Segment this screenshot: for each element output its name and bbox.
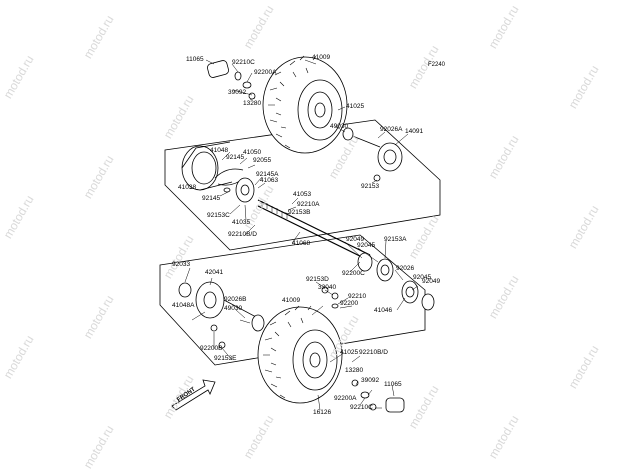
- part-label: 92049: [422, 278, 441, 285]
- lower-assembly-outline: [159, 234, 426, 366]
- part-label: 41035: [232, 219, 251, 226]
- part-label: 14091: [405, 128, 424, 135]
- right-upper-hub: [342, 127, 403, 182]
- part-label: 41068: [292, 240, 311, 247]
- part-label: 16126: [313, 409, 332, 416]
- part-label: 92210C: [232, 59, 255, 66]
- brake-shoes: [214, 168, 245, 193]
- part-label: 41053: [293, 191, 312, 198]
- part-label: 41046: [374, 307, 393, 314]
- part-label: 92200: [340, 300, 359, 307]
- part-label: 92045: [413, 274, 432, 281]
- part-label: 92153C: [207, 212, 230, 219]
- part-label: 39092: [228, 89, 247, 96]
- part-label: 92210C: [350, 404, 373, 411]
- part-label: 92200C: [342, 270, 365, 277]
- upper-hub: [235, 177, 255, 203]
- part-label: 92026B: [224, 296, 247, 303]
- part-label: 33040: [318, 284, 337, 291]
- part-label: 49030: [224, 305, 243, 312]
- part-label: 92026A: [380, 126, 403, 133]
- part-label: 13280: [243, 100, 262, 107]
- lower-tire: [257, 305, 343, 404]
- lower-left-hub: [178, 281, 265, 349]
- part-label: 11065: [186, 56, 204, 63]
- part-label: 92145A: [256, 171, 279, 178]
- leader-lines: [184, 59, 419, 411]
- part-label: 92153A: [384, 236, 407, 243]
- part-label: 41025: [346, 103, 365, 110]
- part-label: 92210B/D: [228, 231, 257, 238]
- part-label: 92210B/D: [359, 349, 388, 356]
- lower-right-small-parts: [351, 379, 405, 413]
- front-arrow: [171, 379, 216, 411]
- part-label: 92145: [226, 154, 245, 161]
- part-label: 11065: [384, 381, 402, 388]
- upper-tire: [262, 55, 348, 154]
- part-label: 92200B: [200, 345, 223, 352]
- part-label: 92200A: [334, 395, 357, 402]
- part-label: 92200A: [254, 69, 277, 76]
- part-label: 92026: [396, 265, 415, 272]
- part-label: 13280: [345, 367, 364, 374]
- upper-left-small-parts: [207, 60, 256, 100]
- part-label: 49030: [330, 123, 349, 130]
- part-label: 92049: [346, 236, 365, 243]
- part-label: 41048A: [172, 302, 195, 309]
- part-label: 92210: [348, 293, 367, 300]
- part-label: 41009: [282, 297, 301, 304]
- part-label: 92153E: [214, 355, 237, 362]
- part-label: 41038: [178, 184, 197, 191]
- part-label: 42041: [205, 269, 224, 276]
- part-label: 41009: [312, 54, 331, 61]
- part-label: 92055: [253, 157, 272, 164]
- part-label: 92210A: [297, 201, 320, 208]
- brake-drum: [181, 141, 233, 191]
- part-label: 92153B: [288, 209, 311, 216]
- part-label: 41050: [243, 149, 262, 156]
- part-label: 41048: [210, 147, 229, 154]
- part-label: 92033: [172, 261, 191, 268]
- upper-assembly-outline: [164, 119, 441, 251]
- part-label: 92153D: [306, 276, 329, 283]
- part-label: 39092: [361, 377, 380, 384]
- part-label: 92045: [357, 242, 376, 249]
- part-label: 92153: [361, 183, 380, 190]
- figure-code: F2240: [428, 62, 446, 68]
- part-label: 92145: [202, 195, 221, 202]
- part-label: 41063: [260, 177, 279, 184]
- part-label: 41025: [340, 349, 359, 356]
- axle-shaft: [257, 199, 371, 262]
